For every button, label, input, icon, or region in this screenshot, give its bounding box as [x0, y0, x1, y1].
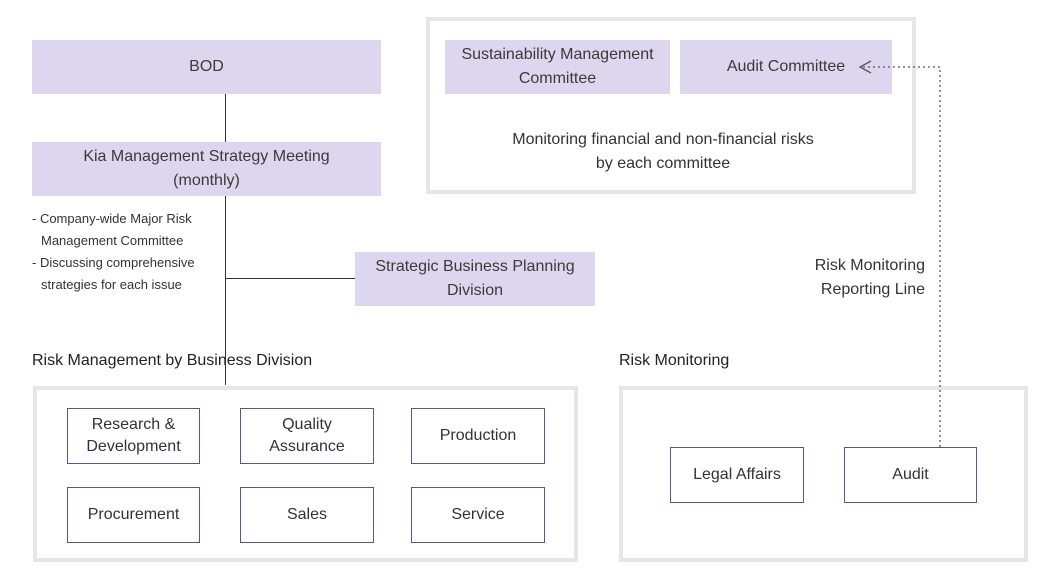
audit-committee-label: Audit Committee: [726, 58, 846, 75]
strategy-meeting-line1: Kia Management Strategy Meeting: [83, 148, 330, 165]
unit-research-development: Research & Development: [67, 408, 200, 464]
sustainability-committee-box: Sustainability Management Committee: [445, 40, 670, 94]
business-division-title: Risk Management by Business Division: [32, 352, 313, 369]
bod-box: BOD: [32, 40, 381, 94]
note-1: - Company-wide Major Risk Management Com…: [32, 211, 192, 248]
planning-line1: Strategic Business Planning: [375, 258, 575, 275]
unit-audit: Audit: [844, 447, 977, 503]
reporting-line-label: Risk Monitoring Reporting Line: [814, 257, 925, 298]
unit-legal-affairs: Legal Affairs: [670, 447, 804, 503]
planning-line2: Division: [446, 282, 503, 299]
unit-sales: Sales: [240, 487, 374, 543]
sustainability-line2: Committee: [518, 70, 597, 87]
committee-description: Monitoring financial and non-financial r…: [512, 131, 814, 172]
sustainability-line1: Sustainability Management: [461, 46, 654, 63]
note-2: - Discussing comprehensive strategies fo…: [32, 255, 195, 292]
meeting-notes: - Company-wide Major Risk Management Com…: [32, 208, 222, 296]
connector-meeting-to-division: [225, 195, 226, 385]
risk-monitoring-title: Risk Monitoring: [619, 352, 730, 369]
connector-bod-to-meeting: [225, 94, 226, 142]
strategic-business-planning-box: Strategic Business Planning Division: [355, 252, 595, 306]
bod-label: BOD: [189, 58, 224, 75]
unit-production: Production: [411, 408, 545, 464]
connector-to-planning: [225, 278, 355, 279]
unit-procurement: Procurement: [67, 487, 200, 543]
strategy-meeting-line2: (monthly): [173, 172, 240, 189]
audit-committee-box: Audit Committee: [680, 40, 892, 94]
strategy-meeting-box: Kia Management Strategy Meeting (monthly…: [32, 142, 381, 196]
unit-quality-assurance: Quality Assurance: [240, 408, 374, 464]
unit-service: Service: [411, 487, 545, 543]
